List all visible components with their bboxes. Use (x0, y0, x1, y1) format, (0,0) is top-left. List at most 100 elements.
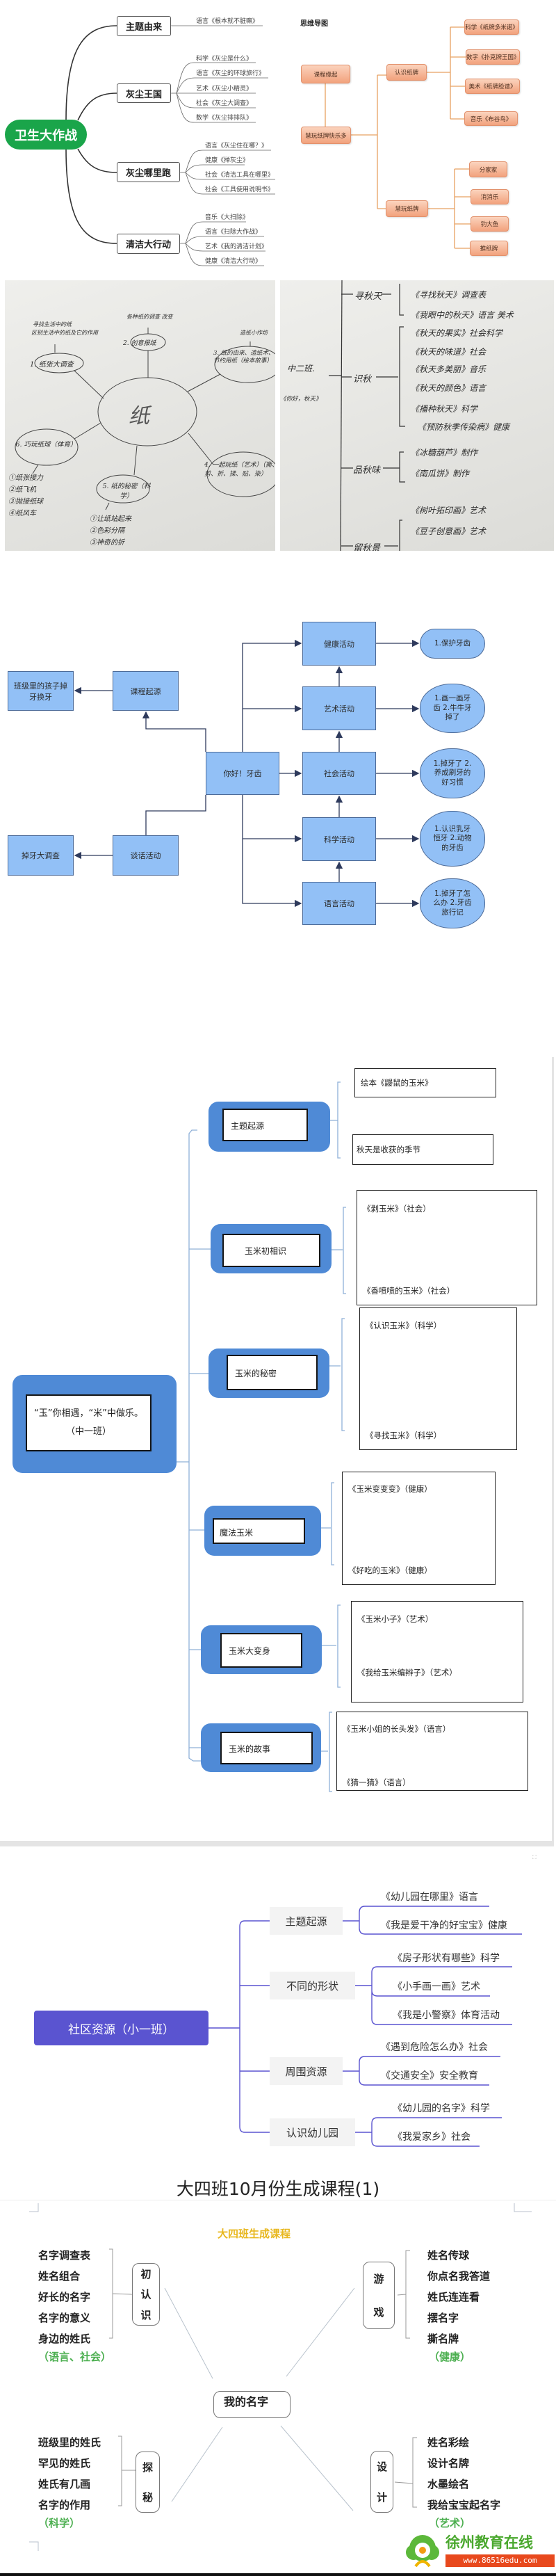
autumn-item: 《树叶拓印画》艺术 (411, 506, 486, 515)
teeth-activity: 健康活动 (302, 622, 376, 666)
hygiene-branch: 主题由来 (117, 16, 171, 36)
corn-root: “玉”你相遇，“米”中做乐。（中一班） (26, 1394, 152, 1451)
corn-branch: 魔法玉米 (213, 1518, 305, 1544)
corn-leaf: 《寻找玉米》（科学） (366, 1431, 442, 1440)
hygiene-branch: 灰尘哪里跑 (117, 162, 180, 182)
corn-leaf: 《玉米小子》（艺术） (357, 1614, 434, 1624)
corn-leaf: 《玉米小姐的长头发》（语言） (343, 1724, 451, 1734)
paper-list-item: ④纸风车 (8, 510, 36, 517)
corn-page-frame (0, 1057, 554, 1846)
autumn-item: 《秋天多美丽》音乐 (411, 364, 486, 374)
hygiene-leaf: 艺术《我的清洁计划》 (205, 243, 268, 250)
autumn-item: 《寻找秋天》调查表 (411, 290, 486, 300)
paper-list-item: ③抛接纸球 (8, 498, 43, 506)
corn-branch: 玉米初相识 (222, 1234, 320, 1267)
corn-leaf: 《香喷喷的玉米》（社会） (363, 1286, 455, 1296)
corn-leaf: 秋天是收获的季节 (357, 1145, 420, 1154)
paper-node: 4. 一起玩纸（艺术）（撕、剪、折、揉、贴、染） (204, 462, 275, 478)
corn-branch: 玉米的秘密 (227, 1355, 318, 1390)
teeth-center: 你好！牙齿 (206, 752, 279, 795)
cards-leaf: 科学《纸牌多米诺》 (464, 19, 519, 35)
names-items: 姓名彩绘设计名牌水墨绘名我给宝宝起名字 (427, 2432, 500, 2515)
autumn-group: 识秋 (353, 374, 372, 385)
community-branch: 周围资源 (270, 2057, 343, 2085)
teeth-activity-detail: 1.认识乳牙恒牙 2.动物的牙齿 (420, 811, 485, 867)
names-item: 我给宝宝起名字 (427, 2499, 501, 2511)
autumn-item: 《预防秋季传染病》健康 (418, 422, 510, 432)
community-leaf: 《我是小警察》体育活动 (393, 2010, 500, 2021)
names-item: 罕见的姓氏 (38, 2457, 91, 2470)
names-items: 名字调查表姓名组合好长的名字名字的意义身边的姓氏 (38, 2245, 90, 2349)
hygiene-leaf: 艺术《灰尘小精灵》 (196, 86, 253, 92)
corn-leaf: 《玉米变变变》（健康） (348, 1484, 432, 1494)
names-quadrant-label: 初认识 (132, 2263, 160, 2326)
teeth-activity: 艺术活动 (302, 686, 376, 730)
bottom-bar (0, 2573, 556, 2576)
paper-note: 区别生活中的纸及它的作用 (31, 330, 98, 336)
names-item: 好长的名字 (38, 2291, 91, 2303)
corn-branch: 主题起源 (222, 1109, 308, 1141)
teeth-activity: 科学活动 (302, 817, 376, 861)
label-char: 探 (142, 2461, 153, 2474)
community-leaf: 《交通安全》安全教育 (381, 2070, 478, 2082)
paper-list-item: ②纸飞机 (8, 486, 36, 494)
tree-logo-icon (406, 2535, 439, 2568)
names-items: 姓名传球你点名我答道姓氏连连看摆名字撕名牌 (427, 2245, 490, 2349)
autumn-group: 留秋景 (353, 543, 381, 551)
paper-list-item: ③神奇的折 (90, 539, 124, 547)
paper-note: 造纸小作坊 (240, 330, 268, 336)
names-item: 摆名字 (427, 2312, 459, 2324)
community-root: 社区资源（小一班） (34, 2011, 208, 2045)
community-branch: 不同的形状 (270, 1972, 355, 1999)
community-leaf: 《房子形状有哪些》科学 (393, 1953, 500, 1964)
teeth-activity-detail: 1.保护牙齿 (420, 629, 485, 659)
hygiene-leaf: 科学《灰尘是什么》 (196, 56, 253, 63)
paper-node: 1. 纸张大调查 (30, 361, 74, 369)
watermark-logo: 徐州教育在线 www.86516edu.com (402, 2531, 556, 2573)
names-domain: （艺术） (429, 2517, 471, 2529)
hygiene-leaf: 社会《灰尘大调查》 (196, 100, 253, 107)
community-leaf: 《我是爱干净的好宝宝》健康 (381, 1920, 507, 1931)
autumn-item: 《秋天的颜色》语言 (411, 383, 486, 393)
paper-list-item: ②色彩分隔 (90, 527, 124, 535)
autumn-item: 《豆子创意画》艺术 (411, 526, 486, 536)
paper-note: 寻找生活中的纸 (33, 321, 72, 328)
names-domain: （科学） (38, 2517, 81, 2529)
corn-leaf-box: 绘本《鼹鼠的玉米》 (354, 1068, 496, 1097)
label-char: 识 (140, 2308, 152, 2321)
names-item: 名字调查表 (38, 2249, 91, 2262)
autumn-item: 《我眼中的秋天》语言 美术 (411, 310, 514, 320)
autumn-item: 《南瓜饼》制作 (411, 469, 470, 478)
names-item: 撕名牌 (427, 2333, 459, 2345)
names-center: 我的名字 (213, 2391, 291, 2418)
cards-leaf: 推纸牌 (470, 241, 508, 256)
teeth-activity: 语言活动 (302, 882, 376, 925)
teeth-origin-detail: 班级里的孩子掉牙换牙 (8, 671, 74, 711)
autumn-group: 寻秋天 (354, 291, 382, 302)
corn-leaf: 《好吃的玉米》（健康） (348, 1565, 432, 1575)
corn-leaf: 《剥玉米》（社会） (363, 1204, 431, 1214)
corn-leaf-box: 秋天是收获的季节 (352, 1134, 493, 1165)
teeth-activity-detail: 1.掉牙了怎么办 2.牙齿旅行记 (420, 878, 485, 928)
label-char: 认 (140, 2288, 152, 2301)
corn-root-frame: “玉”你相遇，“米”中做乐。（中一班） (13, 1375, 177, 1473)
corn-branch-frame: 玉米初相识 (211, 1224, 332, 1273)
paper-list-item: ①让纸站起来 (90, 515, 131, 523)
paper-node: 6. 巧玩纸球（体育） (15, 441, 77, 449)
paper-photo: 纸 1. 纸张大调查 2. 创意报纸 3. 纸的由来、造纸术、节约用纸（绘本故事… (5, 280, 275, 551)
cards-leaf: 美术《纸牌脸谱》 (465, 79, 520, 94)
corn-branch: 玉米的故事 (220, 1732, 313, 1764)
teeth-activity: 社会活动 (302, 752, 376, 795)
autumn-item: 《秋天的果实》社会科学 (411, 328, 503, 338)
community-leaf: 《幼儿园的名字》科学 (393, 2103, 490, 2114)
hygiene-leaf: 数学《灰尘排排队》 (196, 115, 253, 122)
expand-icon[interactable]: ⛶ (532, 1854, 537, 1860)
hygiene-root: 卫生大作战 (5, 120, 87, 150)
names-item: 姓名彩绘 (427, 2436, 470, 2449)
names-quadrant-label: 游戏 (363, 2262, 395, 2329)
teeth-activity-detail: 1.画一画牙齿 2.牛牛牙掉了 (420, 684, 485, 733)
names-item: 姓氏有几画 (38, 2478, 91, 2490)
corn-leaf: 《我给玉米编辫子》（艺术） (357, 1668, 457, 1677)
names-item: 姓名传球 (427, 2249, 470, 2262)
autumn-theme: 《你好，秋天》 (280, 396, 322, 403)
